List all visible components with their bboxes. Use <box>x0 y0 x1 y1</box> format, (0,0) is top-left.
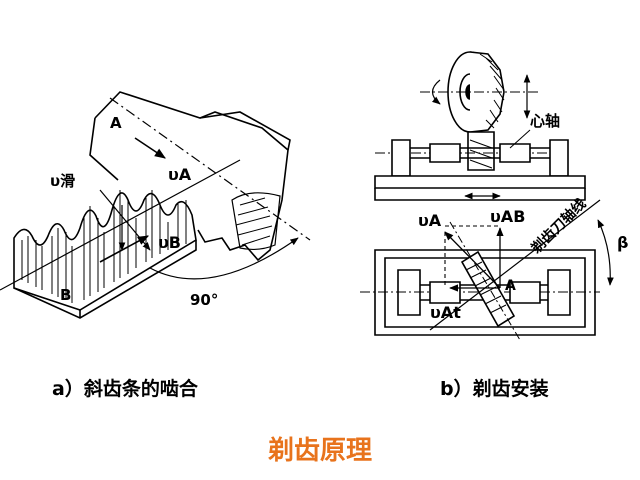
figure-a <box>0 91 311 319</box>
figure-a-labels: A B υ滑 υA υB 90° <box>50 114 218 309</box>
label-v-a-b: υA <box>418 211 442 230</box>
label-b-rack: B <box>60 286 71 304</box>
rack-b-tooth-lines <box>21 190 187 303</box>
table-top <box>374 175 586 189</box>
table-base <box>374 188 586 201</box>
rack-a-hatch <box>235 197 273 246</box>
plan-inner-frame <box>384 257 586 328</box>
label-angle: 90° <box>190 291 218 309</box>
label-tool-axis: 剃齿刀轴线 <box>528 195 590 257</box>
arrow-v-a-b <box>444 231 501 289</box>
rack-b-base <box>13 240 197 319</box>
rack-a-end-block <box>199 111 291 151</box>
left-tailstock <box>391 139 411 177</box>
tool-axis-centerline <box>449 221 521 341</box>
label-v-at: υAt <box>430 303 461 322</box>
label-beta: β <box>617 233 628 252</box>
tool-axis-line <box>429 199 601 331</box>
label-mandrel: 心轴 <box>530 112 560 130</box>
label-v-ab: υAB <box>490 207 525 226</box>
rack-b-body <box>13 192 197 311</box>
label-a-rack: A <box>110 114 122 132</box>
angle-arc <box>149 237 299 280</box>
caption-figure-a: a）斜齿条的啮合 <box>52 378 198 400</box>
rack-a-front <box>89 117 119 181</box>
arrow-v-a <box>134 137 166 159</box>
label-point-a: A <box>505 278 516 294</box>
right-tailstock <box>549 139 569 177</box>
rack-b-centerline <box>0 159 241 291</box>
leader-axis <box>509 129 531 149</box>
cutter-rotation-arrow <box>431 79 441 105</box>
label-v-a: υA <box>168 165 192 184</box>
label-v-b: υB <box>158 233 181 252</box>
rack-a-centerline <box>109 97 311 241</box>
figure-b <box>360 51 614 341</box>
page-title: 剃齿原理 <box>267 436 372 466</box>
arrow-v-slide <box>99 189 151 251</box>
plan-outer-frame <box>374 249 596 336</box>
caption-figure-b: b）剃齿安装 <box>440 378 549 400</box>
beta-arc <box>597 219 614 286</box>
label-v-slide: υ滑 <box>50 172 75 190</box>
shaving-cutter <box>447 51 505 133</box>
